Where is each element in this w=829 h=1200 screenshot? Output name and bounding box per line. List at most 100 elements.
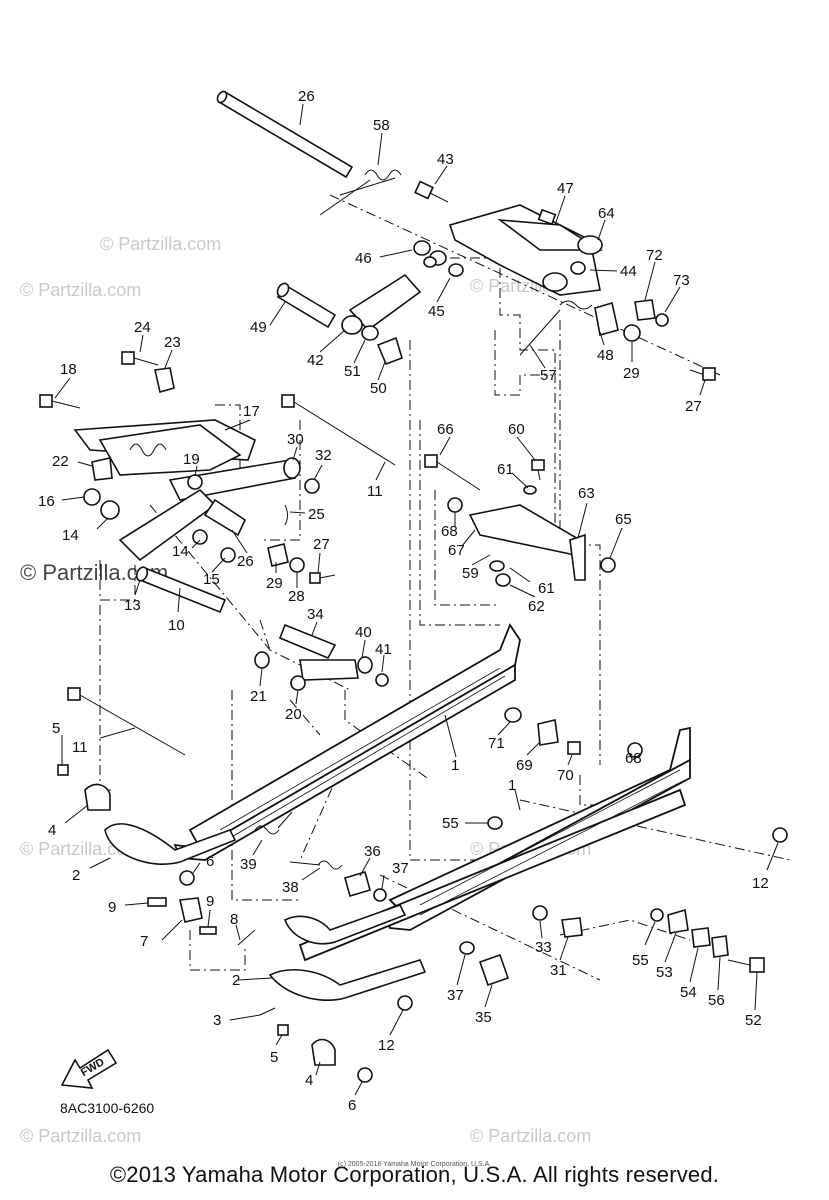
callout-14a: 14 [62, 527, 79, 544]
callout-36: 36 [364, 843, 381, 860]
callout-9b: 9 [206, 893, 214, 910]
callout-2a: 2 [72, 867, 80, 884]
torsion-spring-58 [319, 169, 402, 216]
callout-56: 56 [708, 992, 725, 1009]
callout-71: 71 [488, 735, 505, 752]
guide-line [409, 340, 480, 861]
callout-35: 35 [475, 1009, 492, 1026]
bolt-11-lower [67, 687, 186, 756]
callout-7: 7 [140, 933, 148, 950]
callout-23: 23 [164, 334, 181, 351]
callout-58: 58 [373, 117, 390, 134]
callout-1a: 1 [451, 757, 459, 774]
shock-absorber [276, 256, 437, 366]
fwd-arrow: FWD [60, 1048, 118, 1089]
callout-68b: 68 [625, 750, 642, 767]
callout-52: 52 [745, 1012, 762, 1029]
callout-72: 72 [646, 247, 663, 264]
callout-4a: 4 [48, 822, 56, 839]
callout-57: 57 [540, 367, 557, 384]
callout-3: 3 [213, 1012, 221, 1029]
callout-54: 54 [680, 984, 697, 1001]
callout-9a: 9 [108, 899, 116, 916]
bolt-43 [414, 180, 449, 203]
callout-26: 26 [298, 88, 315, 105]
middle-collars [267, 478, 336, 584]
callout-17: 17 [243, 403, 260, 420]
callout-27a: 27 [685, 398, 702, 415]
callout-44: 44 [620, 263, 637, 280]
small-copyright: (c) 2005-2016 Yamaha Motor Corporation, … [337, 1161, 492, 1168]
callout-38: 38 [282, 879, 299, 896]
callout-41: 41 [375, 641, 392, 658]
callout-65: 65 [615, 511, 632, 528]
guide-line [260, 420, 301, 541]
watermark: © Partzilla.com [100, 234, 221, 254]
guide-line [579, 775, 650, 806]
callout-66: 66 [437, 421, 454, 438]
callout-12b: 12 [378, 1037, 395, 1054]
callout-13: 13 [124, 597, 141, 614]
callout-27b: 27 [313, 536, 330, 553]
callout-47: 47 [557, 180, 574, 197]
callout-29b: 29 [266, 575, 283, 592]
callout-32: 32 [315, 447, 332, 464]
spacers [413, 240, 586, 277]
runner-2-lower [268, 904, 427, 1002]
watermark: © Partzilla.com [20, 1126, 141, 1146]
callout-42: 42 [307, 352, 324, 369]
guide-line [559, 919, 691, 941]
front-collars [83, 474, 236, 563]
front-arm-17 [73, 419, 301, 562]
callout-4b: 4 [305, 1072, 313, 1089]
callout-46: 46 [355, 250, 372, 267]
callout-29a: 29 [623, 365, 640, 382]
callout-51: 51 [344, 363, 361, 380]
watermark: © Partzilla.com [20, 839, 141, 859]
callout-37b: 37 [447, 987, 464, 1004]
callout-labels: 26 58 43 47 64 46 45 44 72 73 49 42 51 5… [38, 88, 769, 1114]
callout-49: 49 [250, 319, 267, 336]
callout-5a: 5 [52, 720, 60, 737]
callout-61a: 61 [497, 461, 514, 478]
callout-53: 53 [656, 964, 673, 981]
bolt-11-upper [281, 394, 396, 466]
shaft-10 [135, 566, 227, 614]
callout-8: 8 [230, 911, 238, 928]
callout-34: 34 [307, 606, 324, 623]
callout-60: 60 [508, 421, 525, 438]
callout-39: 39 [240, 856, 257, 873]
callout-73: 73 [673, 272, 690, 289]
guide-line [259, 619, 271, 651]
rear-small-parts [519, 299, 716, 381]
guide-line [99, 605, 115, 791]
callout-37a: 37 [392, 860, 409, 877]
callout-28: 28 [288, 588, 305, 605]
callout-11b: 11 [72, 739, 88, 756]
guide-line [419, 420, 500, 626]
diagram-code: 8AC3100-6260 [60, 1100, 155, 1116]
callout-50: 50 [370, 380, 387, 397]
guide-line [231, 690, 300, 901]
callout-10: 10 [168, 617, 185, 634]
callout-48: 48 [597, 347, 614, 364]
watermark: © Partzilla.com [470, 1126, 591, 1146]
copyright-notice: ©2013 Yamaha Motor Corporation, U.S.A. A… [109, 1162, 720, 1187]
callout-43: 43 [437, 151, 454, 168]
callout-12a: 12 [752, 875, 769, 892]
guide-line [519, 799, 791, 861]
small-parts [57, 707, 788, 1083]
shaft-26 [216, 90, 354, 179]
guide-line [344, 690, 431, 781]
guide-line [494, 330, 552, 396]
rear-middle-parts [424, 454, 616, 587]
callout-26b: 26 [237, 553, 254, 570]
callout-70: 70 [557, 767, 574, 784]
callout-68a: 68 [441, 523, 458, 540]
callout-55a: 55 [442, 815, 459, 832]
callout-67: 67 [448, 542, 465, 559]
callout-6b: 6 [348, 1097, 356, 1114]
callout-55b: 55 [632, 952, 649, 969]
center-shock [254, 623, 389, 691]
